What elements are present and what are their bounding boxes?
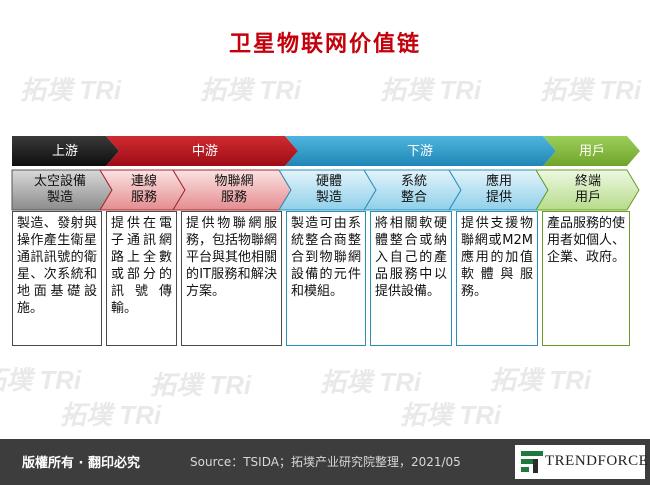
- stage-label-downstream: 下游: [406, 144, 433, 159]
- trendforce-logo: TRENDFORCE: [515, 445, 649, 479]
- segment-description: 產品服務的使用者如個人、企業、政府。: [542, 211, 630, 346]
- segment-description: 提供物聯網服務，包括物聯網平台與其他相關的IT服務和解決方案。: [181, 211, 282, 346]
- segment-label: 太空設備製造: [33, 174, 86, 205]
- stage-label-user: 用戶: [578, 144, 605, 159]
- stage-chevron-downstream: [285, 136, 556, 166]
- segment-label: 物聯網服務: [214, 174, 254, 205]
- page-title: 卫星物联网价值链: [228, 31, 421, 57]
- value-chain-chevrons: [11, 136, 640, 211]
- watermark: 拓墣 TRi: [150, 370, 252, 400]
- stage-chevron-upstream: [12, 136, 119, 166]
- copyright-notice: 版權所有 · 翻印必究: [22, 456, 140, 471]
- segment-label: 連線服務: [130, 174, 157, 205]
- stage-label-midstream: 中游: [191, 144, 218, 159]
- segment-label: 應用提供: [485, 174, 512, 205]
- watermark: 拓墣 TRi: [400, 400, 502, 430]
- segment-chevron: [535, 169, 640, 211]
- watermark: 拓墣 TRi: [60, 400, 162, 430]
- watermark: 拓墣 TRi: [490, 365, 592, 395]
- source-note: Source：TSIDA；拓墣产业研究院整理，2021/05: [190, 455, 461, 469]
- stage-label-upstream: 上游: [51, 144, 78, 159]
- segment-description: 提供在電子通訊網路上全數或部分的訊號傳輸。: [106, 211, 177, 346]
- segment-label: 系統整合: [400, 174, 427, 205]
- segment-description: 製造可由系統整合商整合到物聯網設備的元件和模組。: [286, 211, 366, 346]
- stage-chevron-user: [543, 136, 640, 166]
- watermark: 拓墣 TRi: [0, 365, 82, 395]
- stage-chevron-midstream: [106, 136, 298, 166]
- segment-label: 終端用戶: [574, 174, 601, 205]
- logo-text: TRENDFORCE: [545, 453, 649, 469]
- segment-label: 硬體製造: [315, 174, 342, 205]
- watermark: 拓墣 TRi: [320, 367, 422, 397]
- segment-description: 提供支援物聯網或M2M應用的加值軟體與服務。: [456, 211, 538, 346]
- trendforce-mark-icon: [521, 451, 543, 473]
- footer-bar: 版權所有 · 翻印必究 Source：TSIDA；拓墣产业研究院整理，2021/…: [0, 439, 650, 485]
- segment-description: 將相關軟硬體整合或納入自己的產品服務中以提供設備。: [370, 211, 452, 346]
- segment-description: 製造、發射與操作產生衛星通訊訊號的衛星、次系統和地面基礎設施。: [12, 211, 102, 346]
